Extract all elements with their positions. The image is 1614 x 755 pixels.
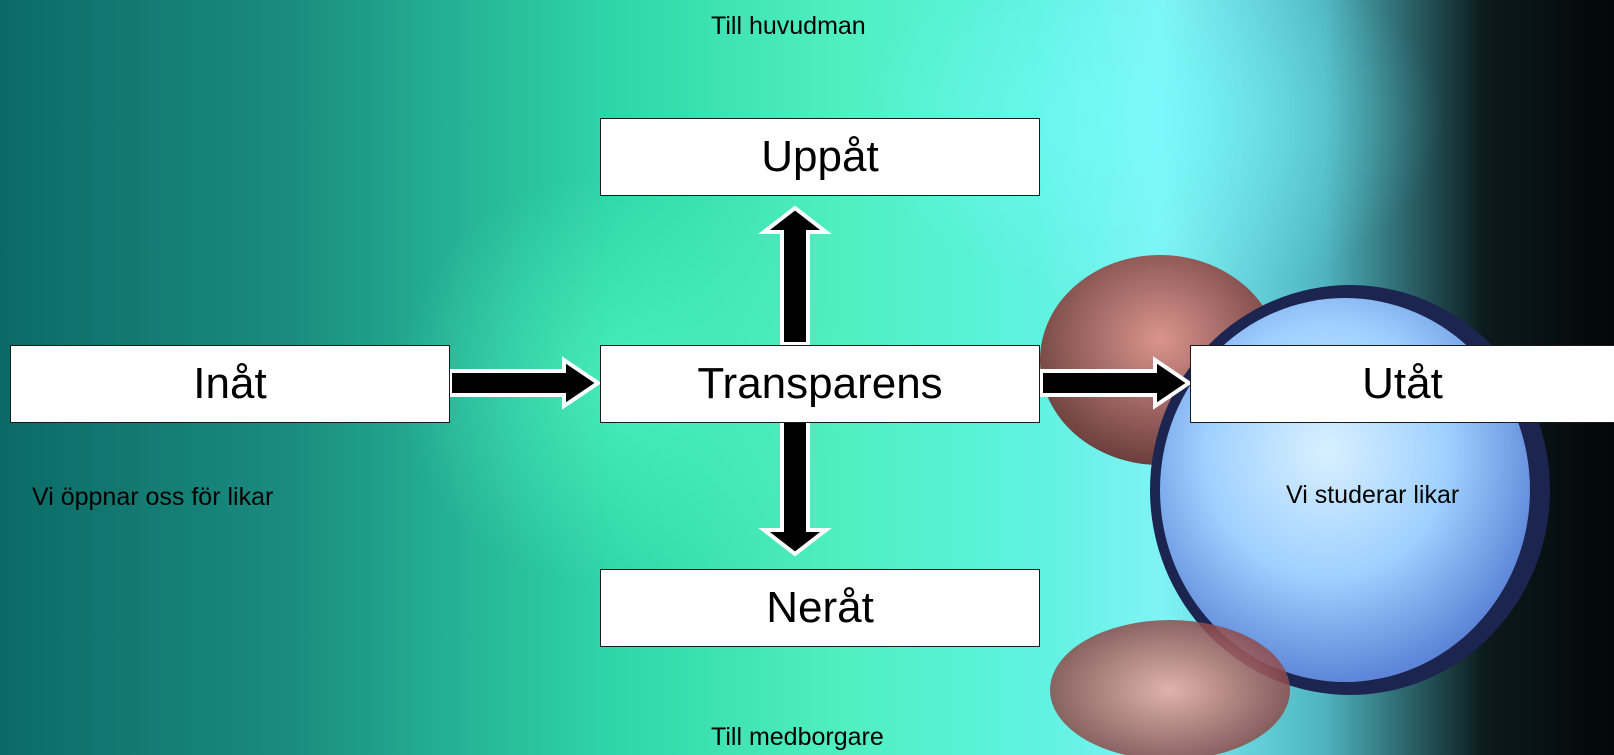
box-right: Utåt bbox=[1190, 345, 1614, 423]
caption-top: Till huvudman bbox=[711, 12, 866, 40]
box-down-label: Neråt bbox=[766, 583, 874, 632]
box-up-label: Uppåt bbox=[761, 132, 879, 181]
box-center-label: Transparens bbox=[697, 359, 943, 408]
caption-right: Vi studerar likar bbox=[1286, 481, 1460, 509]
arrow-left-to-center bbox=[448, 356, 602, 410]
arrow-up bbox=[758, 205, 832, 346]
caption-bottom: Till medborgare bbox=[711, 723, 884, 751]
box-center: Transparens bbox=[600, 345, 1040, 423]
box-right-label: Utåt bbox=[1362, 359, 1443, 408]
caption-left: Vi öppnar oss för likar bbox=[32, 483, 274, 511]
box-left-label: Inåt bbox=[193, 359, 267, 408]
arrow-down bbox=[758, 419, 832, 557]
arrow-center-to-right bbox=[1039, 356, 1193, 410]
box-down: Neråt bbox=[600, 569, 1040, 647]
box-left: Inåt bbox=[10, 345, 450, 423]
box-up: Uppåt bbox=[600, 118, 1040, 196]
